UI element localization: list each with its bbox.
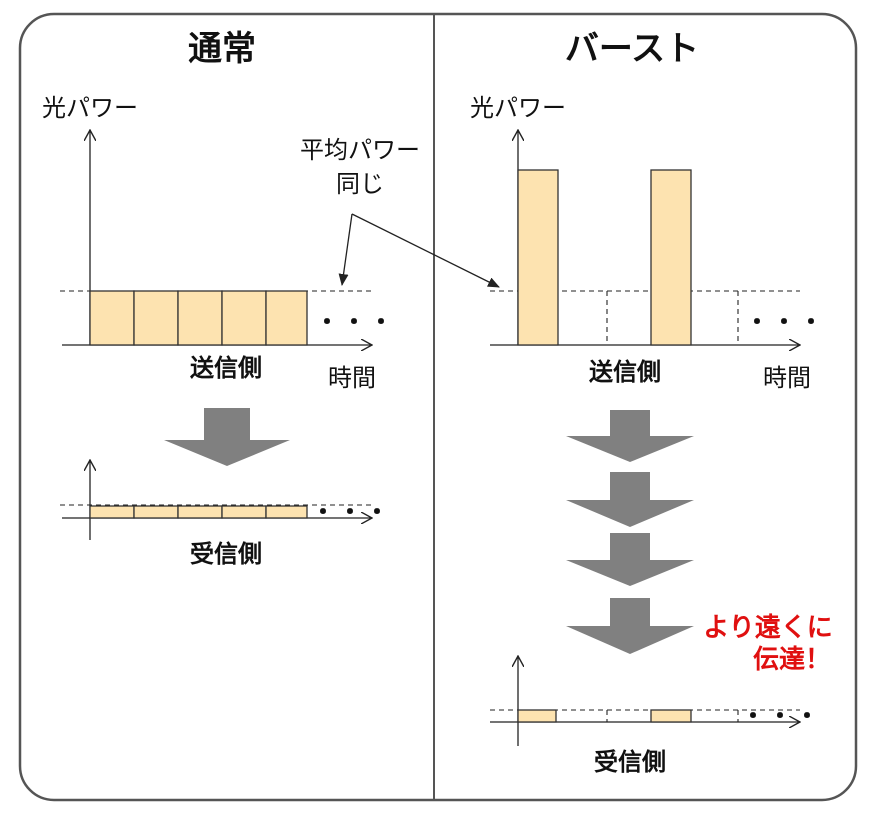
average-power-annotation: 平均パワー 同じ	[283, 132, 500, 288]
burst-tx-label: 送信側	[589, 358, 661, 386]
annotation-pointer-right	[351, 213, 500, 288]
normal-rx-label: 受信側	[190, 540, 262, 568]
burst-title: バースト	[565, 29, 699, 69]
burst-xlabel: 時間	[763, 364, 811, 392]
burst-rx-ellipsis: ・・・	[741, 702, 822, 730]
normal-ylabel: 光パワー	[42, 94, 138, 122]
normal-rx-pulse	[265, 505, 308, 519]
burst-attenuation-arrow	[566, 410, 694, 462]
normal-rx-pulse	[89, 505, 135, 519]
panel-burst: バースト 光パワー ・・・ 送信側 時間 より遠くに 伝達！ ・・・	[470, 29, 833, 776]
burst-rx-label: 受信側	[594, 748, 666, 776]
outer-frame	[18, 12, 858, 802]
normal-tx-ellipsis: ・・・	[315, 308, 396, 336]
normal-title: 通常	[188, 29, 256, 69]
normal-tx-label: 送信側	[190, 354, 262, 382]
burst-rx-pulse	[517, 709, 557, 723]
emphasis-line2: 伝達！	[753, 645, 831, 675]
normal-tx-pulse	[265, 290, 308, 346]
burst-tx-pulse	[650, 169, 692, 346]
normal-rx-pulse	[221, 505, 267, 519]
normal-tx-pulse	[133, 290, 179, 346]
normal-xlabel: 時間	[328, 364, 376, 392]
burst-ylabel: 光パワー	[470, 94, 566, 122]
normal-rx-pulse	[177, 505, 223, 519]
burst-attenuation-arrow	[566, 472, 694, 527]
annotation-pointer-left	[338, 213, 353, 286]
normal-rx-pulse	[133, 505, 179, 519]
normal-tx-pulse	[177, 290, 223, 346]
burst-attenuation-arrow	[566, 533, 694, 586]
burst-rx-pulse	[650, 709, 692, 723]
burst-attenuation-arrow	[566, 598, 694, 654]
annotation-backdrop	[283, 132, 431, 164]
annotation-line1: 平均パワー	[300, 136, 420, 164]
normal-tx-pulse	[89, 290, 135, 346]
panel-normal: 通常 光パワー ・・・ 送信側 時間 ・・・ 受信側	[42, 29, 396, 568]
normal-attenuation-arrow	[164, 408, 290, 466]
burst-tx-pulse	[517, 169, 559, 346]
emphasis-line1: より遠くに	[703, 613, 832, 643]
normal-tx-pulse	[221, 290, 267, 346]
burst-tx-ellipsis: ・・・	[745, 308, 826, 336]
normal-rx-ellipsis: ・・・	[311, 498, 392, 526]
annotation-line2: 同じ	[336, 170, 384, 198]
